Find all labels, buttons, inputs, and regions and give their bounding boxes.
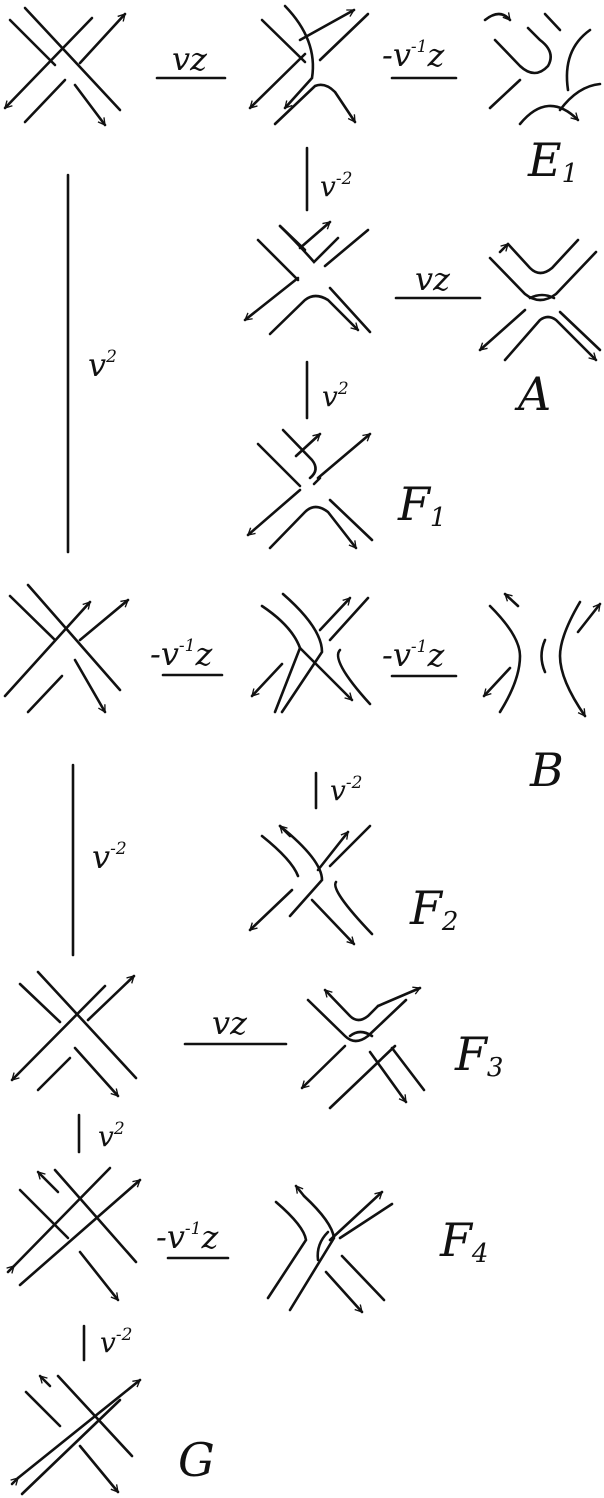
coef-minus-vinv-z: -v-1z [382,36,445,74]
crossing-diagram-row5-a [10,970,138,1098]
coef-v2-left: v2 [88,346,117,384]
crossing-diagram-row2-b [243,220,372,336]
coef-minus-vinv-z-3: -v-1z [382,636,445,674]
diagram-e1 [483,12,602,126]
diagram-f3 [300,986,426,1110]
label-f2: F2 [409,881,458,937]
coef-vz-2: vz [415,260,451,298]
label-f3: F3 [454,1027,503,1083]
crossing-diagram-row3-b [250,592,372,714]
diagram-b [482,592,602,718]
label-a: A [514,367,551,421]
label-f1: F1 [397,477,446,533]
coef-minus-vinv-z-2: -v-1z [150,635,213,673]
crossing-diagram-row3-a [3,583,130,714]
crossing-diagram-row1-a [3,6,127,127]
crossing-diagram-row1-b [248,4,370,126]
coef-minus-vinv-z-4: -v-1z [156,1218,219,1256]
label-b: B [529,743,564,797]
diagram-a [478,238,602,362]
coef-vneg2-a: v-2 [320,169,352,203]
diagram-f1 [246,428,374,550]
coef-vz-3: vz [212,1004,248,1042]
coef-v2-b: v2 [98,1119,125,1153]
diagram-f4 [266,1184,394,1314]
label-f4: F4 [439,1213,488,1269]
coef-vneg2-b: v-2 [330,773,362,807]
diagram-g [10,1374,142,1496]
coef-vneg2-left: v-2 [92,838,127,876]
label-e1: E1 [527,133,578,189]
coef-vneg2-c: v-2 [100,1325,132,1359]
diagram-f2 [248,824,374,946]
coef-v2-a: v2 [322,379,349,413]
crossing-diagram-row6-a [6,1166,142,1302]
label-g: G [178,1433,215,1487]
coef-vz: vz [172,40,208,78]
